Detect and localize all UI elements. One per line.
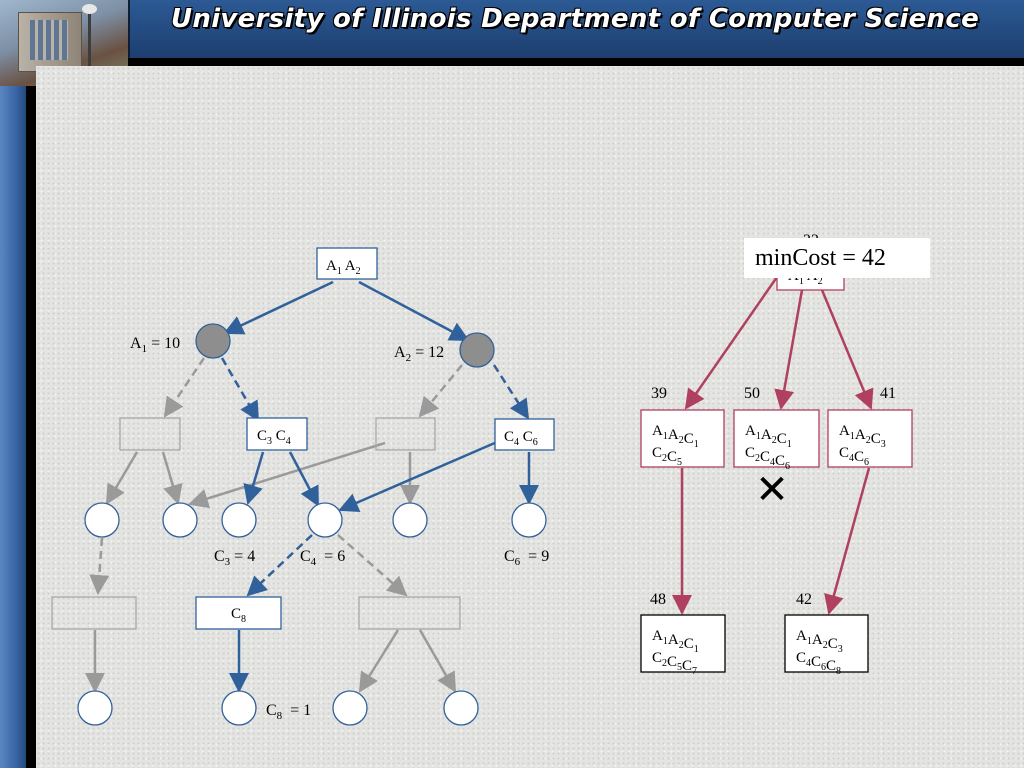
root-b-sub: 2: [356, 266, 361, 277]
edge-a1-c3c4: [220, 357, 260, 422]
svg-text:A1A2C1: A1A2C1: [652, 423, 699, 450]
edge-root-a2: [358, 280, 470, 342]
right-leaf-1-box: [640, 614, 726, 673]
edge-a2-c4c6: [492, 364, 530, 420]
right-child-2-cost: 50: [744, 385, 760, 402]
root-b-letter: A: [345, 258, 356, 274]
edge-g4-leaf1: [358, 629, 400, 693]
leaf-1: [77, 690, 113, 726]
svg-text:C8: C8: [231, 606, 246, 625]
edge-r-root-c2: [774, 289, 804, 410]
c3c4-box: C3 C4: [246, 417, 308, 451]
page-title: University of Illinois Department of Com…: [171, 4, 979, 34]
edge-c4c6-c4: [338, 440, 498, 513]
root-a-sub: 1: [337, 266, 342, 277]
search-tree-diagram: A1 A2 A1 = 10 A2 = 12 C3 C4 C4 C6 C3 = 4…: [51, 232, 913, 726]
svg-text:C2C5: C2C5: [652, 445, 682, 468]
leaf-4: [443, 690, 479, 726]
edge-g1-n1: [105, 451, 139, 505]
edge-g4-leaf2: [418, 629, 457, 693]
svg-text:C4C6C8: C4C6C8: [796, 650, 841, 677]
pruned-cross-icon: ✕: [755, 467, 789, 513]
node-c3: [221, 502, 257, 538]
node-c4: [307, 502, 343, 538]
svg-text:A1A2C1: A1A2C1: [652, 628, 699, 655]
faded-box-bottom-right: [358, 596, 461, 630]
edge-a1-gray: [163, 357, 206, 418]
edge-a2-gray: [418, 364, 463, 418]
a2-label: A2 = 12: [394, 344, 444, 364]
right-child-1-cost: 39: [651, 385, 667, 402]
svg-text:C3 C4: C3 C4: [257, 428, 291, 447]
slide-content: A1 A2 A1 = 10 A2 = 12 C3 C4 C4 C6 C3 = 4…: [36, 66, 1024, 768]
frame-border-left: [26, 86, 36, 768]
svg-text:C4C6: C4C6: [839, 445, 869, 468]
c3-value: C3 = 4: [214, 548, 255, 568]
edge-root-a1: [223, 280, 334, 335]
right-tree-edges: [672, 276, 874, 615]
svg-text:C2C4C6: C2C4C6: [745, 445, 790, 472]
svg-text:A1A2C3: A1A2C3: [796, 628, 843, 655]
right-leaf-1-cost: 48: [650, 591, 666, 608]
left-tree-edges: [85, 280, 539, 693]
svg-text:C4 C6: C4 C6: [504, 429, 538, 448]
right-child-1-box: [640, 409, 725, 468]
leaf-c8: [221, 690, 257, 726]
c6-value: C6 = 9: [504, 548, 549, 568]
right-leaf-2-cost: 42: [796, 591, 812, 608]
a1-node: [195, 323, 231, 359]
right-child-3-box: [827, 409, 913, 468]
faded-box-bottom-left: [51, 596, 137, 630]
edge-c3c4-c3: [243, 451, 265, 505]
header-bar: [0, 0, 1024, 58]
right-child-2-box: [733, 409, 820, 468]
faded-box-mid: [375, 417, 436, 451]
right-leaf-2-box: [784, 614, 869, 673]
node-n2: [162, 502, 198, 538]
node-c6: [511, 502, 547, 538]
left-accent-bar: [0, 86, 26, 768]
leaf-3: [332, 690, 368, 726]
c8-box: C8: [195, 596, 282, 630]
edge-g1-n2: [161, 451, 183, 505]
root-a-letter: A: [326, 258, 337, 274]
edge-c4-g4: [337, 534, 408, 597]
edge-c4-c8: [246, 534, 313, 597]
svg-text:A1 A2: A1 A2: [326, 258, 361, 277]
a2-node: [459, 332, 495, 368]
a1-label: A1 = 10: [130, 335, 180, 355]
node-n5: [392, 502, 428, 538]
campus-photo: [0, 0, 130, 88]
svg-text:A1A2C1: A1A2C1: [745, 423, 792, 450]
left-root-node: A1 A2: [316, 247, 378, 280]
right-child-3-cost: 41: [880, 385, 896, 402]
c4c6-box: C4 C6: [494, 418, 555, 451]
edge-r-root-c3: [820, 289, 874, 410]
c8-value: C8 = 1: [266, 702, 311, 722]
edge-c3c4-c4: [288, 451, 320, 507]
min-cost-label: minCost = 42: [744, 238, 930, 278]
edge-g2-n2: [188, 441, 386, 509]
node-n1: [84, 502, 120, 538]
svg-text:A1A2C3: A1A2C3: [839, 423, 886, 450]
edge-r-c3-leaf: [824, 467, 871, 615]
svg-text:C2C5C7: C2C5C7: [652, 650, 697, 677]
edge-r-root-c1: [684, 276, 779, 410]
faded-box-left: [119, 417, 181, 451]
c4-value: C4 = 6: [300, 548, 345, 568]
edge-n1-g3: [89, 537, 110, 595]
frame-border-top: [128, 58, 1024, 66]
